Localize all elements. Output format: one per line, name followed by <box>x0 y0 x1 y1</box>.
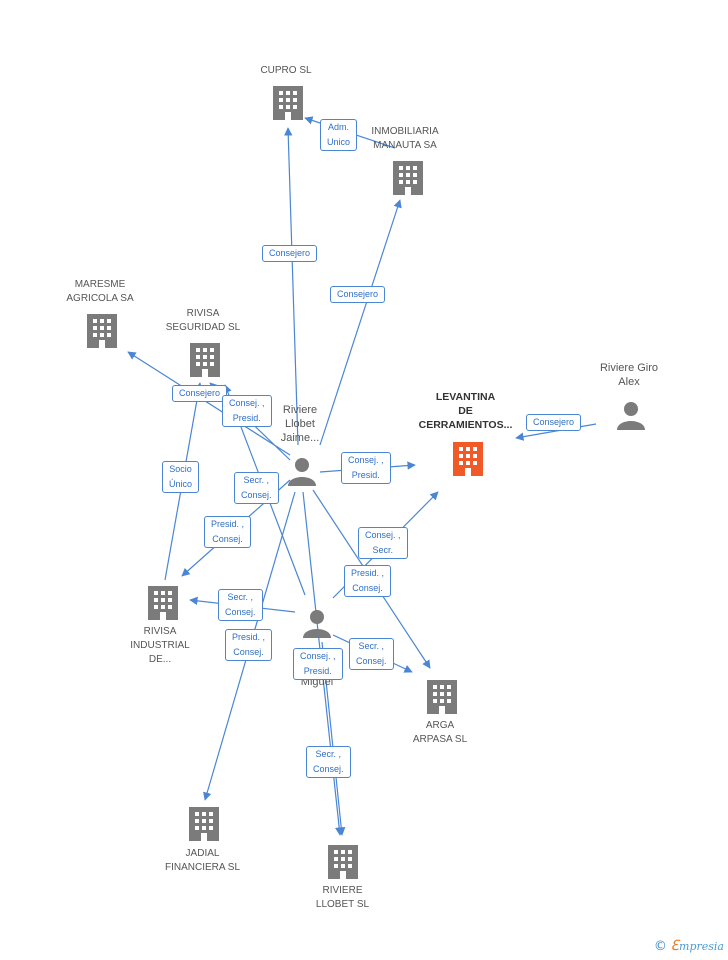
company-label-arga[interactable]: ARGA ARPASA SL <box>412 720 468 745</box>
edge-label-consej-secr[interactable]: Consej. , Secr. <box>358 527 408 559</box>
person-icon[interactable] <box>303 610 331 638</box>
edge-label-secr-consej[interactable]: Secr. , Consej. <box>234 472 279 504</box>
edge-jaime-cupro <box>284 127 299 446</box>
edge-jaime-inmobiliaria <box>319 199 402 446</box>
edge-label-consejero[interactable]: Consejero <box>330 286 386 303</box>
company-label-levantina[interactable]: LEVANTINA DE CERRAMIENTOS... <box>418 391 513 431</box>
edge-label-secr-consej[interactable]: Secr. , Consej. <box>306 746 351 778</box>
building-icon[interactable] <box>273 86 303 120</box>
copyright-icon: © <box>653 939 667 954</box>
company-label-rivisa-industrial[interactable]: RIVISA INDUSTRIAL DE... <box>130 626 190 665</box>
edge-label-consejero[interactable]: Consejero <box>262 245 318 262</box>
building-icon[interactable] <box>189 807 219 841</box>
building-icon[interactable] <box>328 845 358 879</box>
edge-label-consejero[interactable]: Consejero <box>172 385 228 402</box>
edge-label-consej-presid[interactable]: Consej. , Presid. <box>293 648 343 680</box>
edge-jaime-maresme <box>127 351 291 456</box>
edge-alex-levantina <box>515 423 597 441</box>
edge-label-presid-consej[interactable]: Presid. , Consej. <box>204 516 252 548</box>
building-icon[interactable] <box>427 680 457 714</box>
edge-label-presid-consej[interactable]: Presid. , Consej. <box>344 565 392 597</box>
edge-label-secr-consej[interactable]: Secr. , Consej. <box>349 638 394 670</box>
edge-label-adm-unico[interactable]: Adm. Unico <box>320 119 358 151</box>
empresia-logo: © ℇmpresia <box>654 938 724 954</box>
person-label-jaime[interactable]: Riviere Llobet Jaime... <box>280 404 320 444</box>
company-label-jadial[interactable]: JADIAL FINANCIERA SL <box>164 848 241 873</box>
person-icon[interactable] <box>617 402 645 430</box>
edge-label-secr-consej[interactable]: Secr. , Consej. <box>218 589 263 621</box>
edge-label-consej-presid[interactable]: Consej. , Presid. <box>222 395 272 427</box>
company-label-riviere-llobet-sl[interactable]: RIVIERE LLOBET SL <box>315 885 370 910</box>
person-label-alex[interactable]: Riviere Giro Alex <box>599 362 659 388</box>
person-icon[interactable] <box>288 458 316 486</box>
building-icon[interactable] <box>87 314 117 348</box>
building-icon[interactable] <box>190 343 220 377</box>
company-label-maresme[interactable]: MARESME AGRICOLA SA <box>66 279 134 304</box>
edge-label-consej-presid[interactable]: Consej. , Presid. <box>341 452 391 484</box>
edge-label-socio-unico[interactable]: Socio Único <box>162 461 200 493</box>
company-label-rivisa-seguridad[interactable]: RIVISA SEGURIDAD SL <box>165 308 241 333</box>
edge-label-presid-consej[interactable]: Presid. , Consej. <box>225 629 273 661</box>
company-label-inmobiliaria[interactable]: INMOBILIARIA MANAUTA SA <box>371 126 439 151</box>
brand-name: mpresia <box>679 940 724 953</box>
building-icon[interactable] <box>393 161 423 195</box>
building-icon[interactable] <box>148 586 178 620</box>
edge-label-consejero[interactable]: Consejero <box>526 414 582 431</box>
brand-e: ℇ <box>670 938 680 954</box>
company-label-cupro[interactable]: CUPRO SL <box>260 65 312 76</box>
main-building-icon[interactable] <box>453 442 483 476</box>
